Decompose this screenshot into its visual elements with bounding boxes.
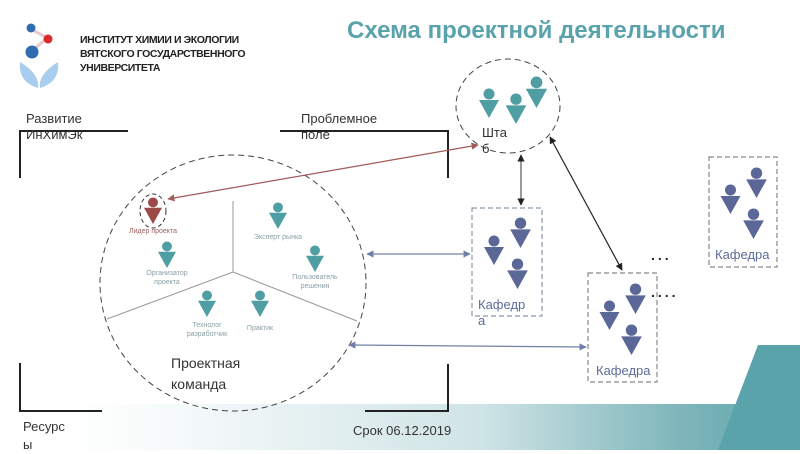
label-development: Развитие ИнХимЭк xyxy=(26,111,82,143)
label-problem-field: Проблемное поле xyxy=(301,111,377,143)
institute-name: ИНСТИТУТ ХИМИИ И ЭКОЛОГИИ ВЯТСКОГО ГОСУД… xyxy=(80,33,246,75)
frame-corner-bottom-left xyxy=(19,363,102,412)
institute-logo xyxy=(19,23,59,88)
department-label-2-line-1: Кафедра xyxy=(596,363,651,378)
role-label-market-expert-line-1: Эксперт рынка xyxy=(253,234,303,241)
ellipsis-more-departments-1: ... xyxy=(651,247,672,263)
person-icon-solution-user xyxy=(306,245,324,272)
department-box-1 xyxy=(471,207,543,317)
person-icon-hq-3 xyxy=(525,76,548,108)
department-box-2 xyxy=(587,272,658,383)
label-resources-line-2: ы xyxy=(23,437,33,452)
team-label: Проектная команда xyxy=(171,353,240,395)
label-development-line-2: ИнХимЭк xyxy=(26,127,83,142)
role-label-solution-user-line-2: решения xyxy=(300,283,330,290)
role-label-market-expert: Эксперт рынка xyxy=(243,233,313,242)
institute-name-line-2: ВЯТСКОГО ГОСУДАРСТВЕННОГО xyxy=(80,48,246,60)
role-label-organizer: Организатор проекта xyxy=(132,269,202,287)
person-icon-hq-2 xyxy=(505,93,527,124)
role-label-technologist-line-1: Технолог xyxy=(192,322,222,329)
department-label-1-line-1: Кафедр xyxy=(478,297,526,312)
department-box-3 xyxy=(708,156,778,268)
team-label-line-2: команда xyxy=(171,376,227,392)
label-development-line-1: Развитие xyxy=(26,111,82,126)
person-icon-dept1-2 xyxy=(510,217,531,248)
team-label-line-1: Проектная xyxy=(171,355,241,371)
person-icon-dept1-1 xyxy=(484,235,504,265)
frame-corner-top-left xyxy=(19,130,128,178)
person-icon-hq-1 xyxy=(479,88,499,118)
role-label-solution-user-line-1: Пользователь xyxy=(292,274,338,281)
role-label-organizer-line-1: Организатор xyxy=(146,270,188,277)
label-problem-field-line-2: поле xyxy=(301,127,330,142)
person-icon-technologist xyxy=(198,290,216,317)
role-label-technologist-line-2: разработчик xyxy=(186,331,228,338)
person-icon-dept3-2 xyxy=(746,167,767,198)
arrow-leader-hq xyxy=(167,142,479,202)
department-label-3: Кафедра xyxy=(715,247,770,263)
headquarters-circle xyxy=(455,58,561,154)
role-label-practitioner-line-1: Практик xyxy=(246,325,274,332)
person-icon-dept3-1 xyxy=(720,184,741,214)
role-label-technologist: Технолог разработчик xyxy=(172,321,242,339)
team-dividers xyxy=(106,201,358,322)
person-icon-organizer xyxy=(158,241,176,268)
person-icon-dept2-1 xyxy=(599,300,620,330)
role-label-leader-line-1: Лидер проекта xyxy=(129,228,177,235)
person-icon-market-expert xyxy=(269,202,287,229)
arrow-team-department-2 xyxy=(348,341,587,351)
institute-name-line-3: УНИВЕРСИТЕТА xyxy=(80,62,161,74)
person-icon-dept2-3 xyxy=(621,324,642,355)
department-label-1: Кафедр а xyxy=(478,297,525,329)
headquarters-label-line-1: Шта xyxy=(482,125,507,140)
institute-name-line-1: ИНСТИТУТ ХИМИИ И ЭКОЛОГИИ xyxy=(80,34,239,46)
ellipsis-more-departments-2: .... xyxy=(651,284,679,300)
leader-highlight xyxy=(139,193,167,229)
department-label-2: Кафедра xyxy=(596,363,651,379)
person-icon-dept1-3 xyxy=(507,258,528,289)
arrow-hq-department-2 xyxy=(549,136,623,271)
department-label-3-line-1: Кафедра xyxy=(715,247,770,262)
role-label-solution-user: Пользователь решения xyxy=(280,273,350,291)
headquarters-label-line-2: б xyxy=(482,141,490,156)
person-icon-practitioner xyxy=(251,290,269,317)
headquarters-label: Шта б xyxy=(482,125,507,157)
person-icon-dept3-3 xyxy=(743,208,764,239)
person-icon-leader xyxy=(144,197,162,224)
role-label-practitioner: Практик xyxy=(225,324,295,333)
label-resources: Ресурс ы xyxy=(23,418,65,454)
frame-corner-bottom-right xyxy=(365,364,449,412)
page-title: Схема проектной деятельности xyxy=(347,17,726,44)
label-problem-field-line-1: Проблемное xyxy=(301,111,378,126)
deadline-label: Срок 06.12.2019 xyxy=(353,423,452,438)
label-resources-line-1: Ресурс xyxy=(23,419,65,434)
person-icon-dept2-2 xyxy=(625,283,646,314)
role-label-organizer-line-2: проекта xyxy=(154,279,180,286)
department-label-1-line-2: а xyxy=(478,313,486,328)
role-label-leader: Лидер проекта xyxy=(118,227,188,236)
